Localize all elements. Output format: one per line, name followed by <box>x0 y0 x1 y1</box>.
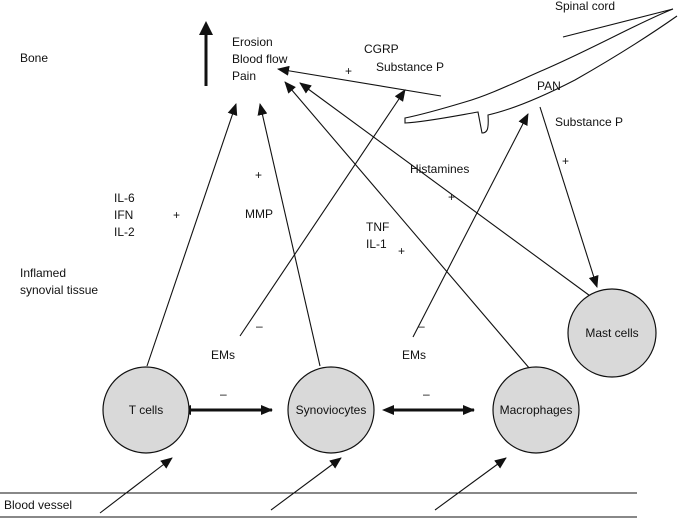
synoviocytes-label: Synoviocytes <box>296 403 367 417</box>
arrow-mastcells-to-outcomes <box>299 82 598 302</box>
ems-left-label: EMs <box>211 348 235 362</box>
mastcells-label: Mast cells <box>585 326 638 340</box>
tcells-circle <box>102 366 190 454</box>
arrow-nerve-to-mastcells <box>539 106 599 288</box>
bone-label: Bone <box>20 51 48 65</box>
synoviocytes-circle <box>287 366 375 454</box>
tnf-label: TNF <box>366 220 389 234</box>
arrow-tcells-to-outcomes <box>146 103 238 367</box>
tcells-label: T cells <box>129 403 163 417</box>
blood-flow-label: Blood flow <box>232 52 288 66</box>
mmp-label: MMP <box>245 207 273 221</box>
inflamed-label-line1: Inflamed <box>20 266 66 280</box>
arrow-ems-right-to-nerve <box>412 113 529 338</box>
arrow-vessel-to-macrophages <box>434 457 507 511</box>
erosion-label: Erosion <box>232 35 273 49</box>
substance-p-top-label: Substance P <box>376 60 444 74</box>
ems-right-label: EMs <box>402 348 426 362</box>
macrophages-label: Macrophages <box>500 403 573 417</box>
inflamed-label-line2: synovial tissue <box>20 283 98 297</box>
plus-sign-mmp: + <box>255 168 262 182</box>
spinal-cord-label: Spinal cord <box>555 0 615 13</box>
cgrp-label: CGRP <box>364 42 399 56</box>
pain-label: Pain <box>232 69 256 83</box>
mastcells-circle <box>567 288 657 378</box>
pan-label: PAN <box>537 79 561 93</box>
blood-vessel-label: Blood vessel <box>4 498 72 512</box>
arrow-vessel-to-tcells <box>99 457 173 514</box>
plus-sign-tnf: + <box>398 244 405 258</box>
arrow-nerve-to-outcomes <box>277 65 442 97</box>
il6-label: IL-6 <box>114 191 135 205</box>
arrow-synoviocytes-to-outcomes <box>257 103 321 367</box>
macrophages-circle <box>492 366 580 454</box>
minus-sign-ems-left: – <box>256 319 263 333</box>
peripheral-nerve-shape <box>404 8 678 134</box>
minus-sign-ems-right: – <box>418 319 425 333</box>
plus-sign-substance-p: + <box>562 154 569 168</box>
arrow-ems-left-to-nerve <box>239 89 406 337</box>
substance-p-right-label: Substance P <box>555 115 623 129</box>
minus-sign-synoviocytes-macrophages: – <box>423 387 430 401</box>
ifn-label: IFN <box>114 208 133 222</box>
histamines-label: Histamines <box>410 162 469 176</box>
minus-sign-tcells-synoviocytes: – <box>220 387 227 401</box>
plus-sign-interleukins: + <box>173 208 180 222</box>
plus-sign-histamines: + <box>448 190 455 204</box>
arrow-vessel-to-synoviocytes <box>270 457 342 511</box>
arrow-macrophages-to-outcomes <box>284 81 531 370</box>
il2-label: IL-2 <box>114 225 135 239</box>
il1-label: IL-1 <box>366 237 387 251</box>
plus-sign-cgrp: + <box>345 64 352 78</box>
